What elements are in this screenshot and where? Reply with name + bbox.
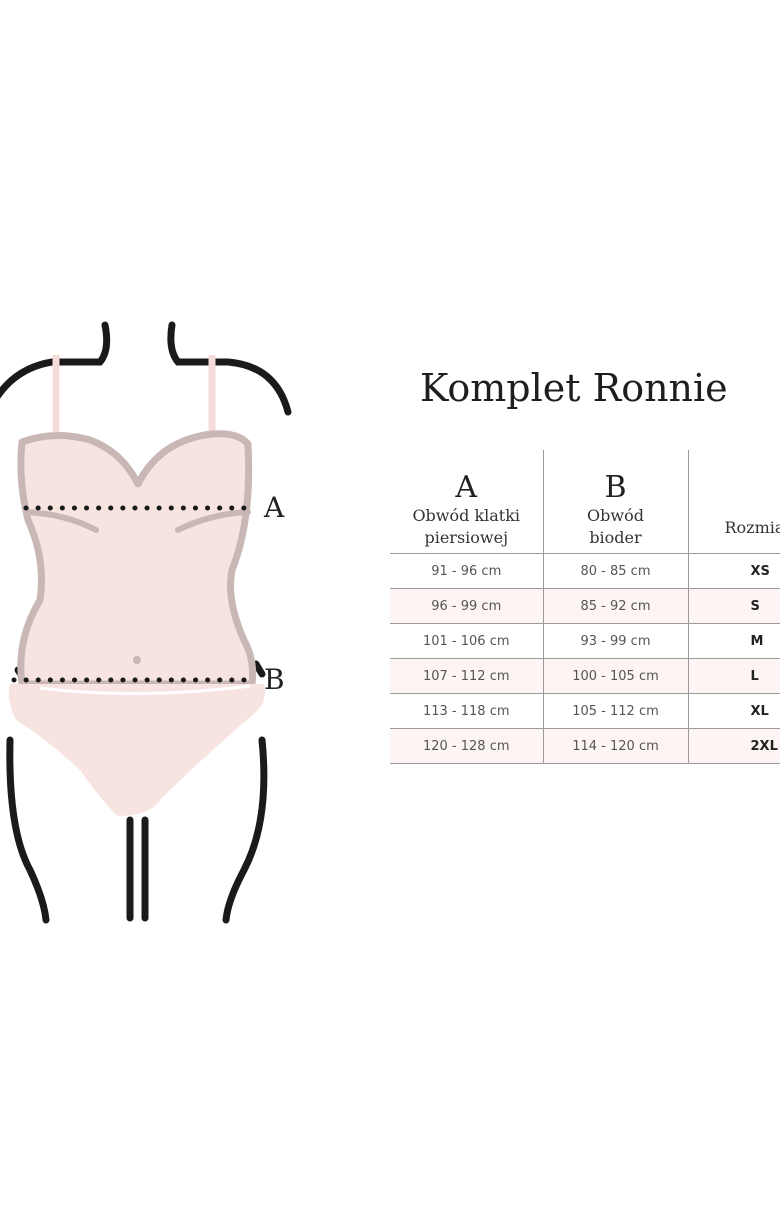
header-line: piersiowej: [424, 528, 509, 547]
briefs: [8, 684, 265, 816]
table-row: 96 - 99 cm 85 - 92 cm S: [390, 588, 780, 624]
straps: [52, 355, 216, 432]
hips-cell: 100 - 105 cm: [542, 658, 688, 694]
table-row: 120 - 128 cm 114 - 120 cm 2XL: [390, 728, 780, 764]
chest-marker-label: A: [264, 491, 285, 524]
table-row: 91 - 96 cm 80 - 85 cm XS: [390, 553, 780, 589]
header-line: Obwód klatki: [412, 506, 521, 525]
header-size: Rozmiar: [687, 450, 780, 554]
body-figure-illustration: [0, 321, 292, 924]
chest-cell: 120 - 128 cm: [390, 728, 543, 764]
hips-cell: 105 - 112 cm: [542, 693, 688, 729]
table-row: 101 - 106 cm 93 - 99 cm M: [390, 623, 780, 659]
camisole: [17, 430, 257, 688]
body-outline: [0, 321, 292, 924]
chest-cell: 113 - 118 cm: [390, 693, 543, 729]
header-hips: B Obwód bioder: [542, 450, 688, 554]
bust-seam-left: [23, 509, 99, 533]
hip-marker-label: B: [264, 663, 285, 696]
chest-cell: 107 - 112 cm: [390, 658, 543, 694]
hips-cell: 114 - 120 cm: [542, 728, 688, 764]
size-cell: L: [687, 658, 780, 694]
header-letter: A: [455, 470, 478, 505]
size-table: A Obwód klatki piersiowej B Obwód bioder…: [390, 450, 780, 764]
header-letter: B: [604, 470, 627, 505]
header-line: Rozmiar: [724, 518, 780, 537]
briefs-waistband: [39, 684, 251, 696]
chest-cell: 101 - 106 cm: [390, 623, 543, 659]
header-line: bioder: [589, 528, 642, 547]
page-title: Komplet Ronnie: [420, 366, 728, 410]
chest-cell: 91 - 96 cm: [390, 553, 543, 589]
header-chest: A Obwód klatki piersiowej: [390, 450, 543, 554]
table-header-row: A Obwód klatki piersiowej B Obwód bioder…: [390, 450, 780, 554]
hips-cell: 93 - 99 cm: [542, 623, 688, 659]
size-cell: XS: [687, 553, 780, 589]
table-row: 113 - 118 cm 105 - 112 cm XL: [390, 693, 780, 729]
hips-cell: 80 - 85 cm: [542, 553, 688, 589]
size-cell: S: [687, 588, 780, 624]
chest-cell: 96 - 99 cm: [390, 588, 543, 624]
hips-cell: 85 - 92 cm: [542, 588, 688, 624]
table-row: 107 - 112 cm 100 - 105 cm L: [390, 658, 780, 694]
header-line: Obwód: [587, 506, 644, 525]
size-cell: 2XL: [687, 728, 780, 764]
size-cell: XL: [687, 693, 780, 729]
bust-seam-right: [175, 509, 251, 533]
navel-dot: [133, 656, 141, 664]
size-cell: M: [687, 623, 780, 659]
